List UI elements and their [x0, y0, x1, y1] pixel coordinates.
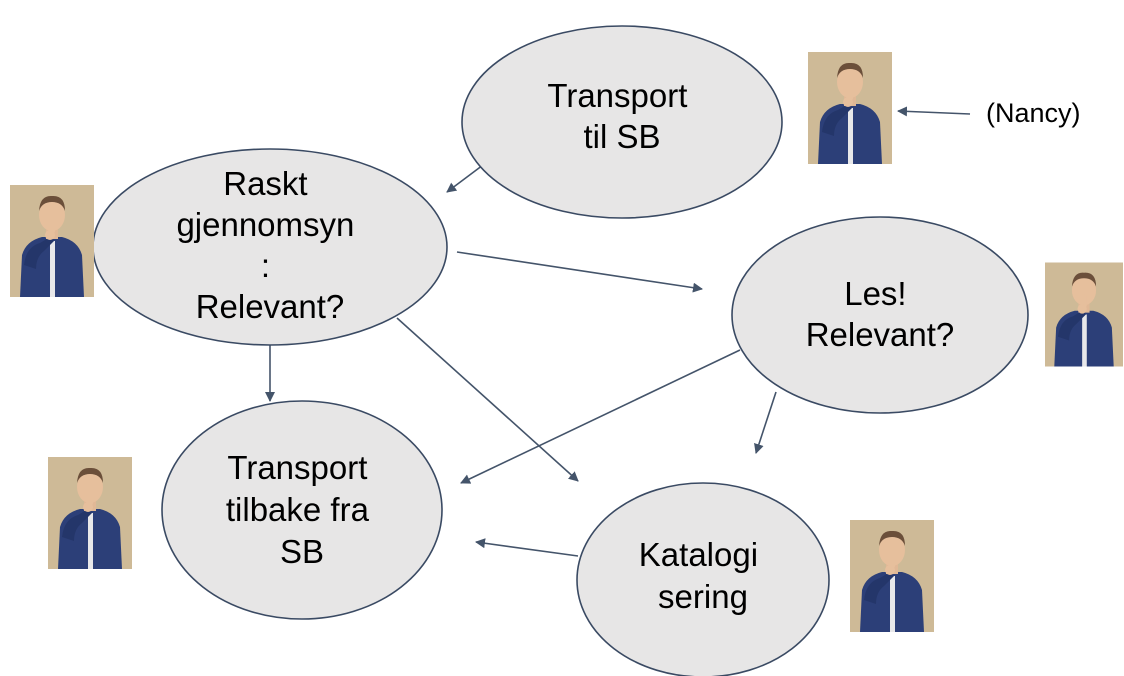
- person-shush-icon: [10, 185, 94, 297]
- node-katalogisering-line-2: sering: [658, 578, 748, 615]
- svg-text:Les! Relevant?: Les! Relevant?: [806, 275, 955, 353]
- node-les-relevant: Les! Relevant?: [731, 216, 1029, 414]
- person-shush-icon: [1045, 262, 1123, 367]
- node-transport-til-sb-line-1: Transport: [547, 77, 687, 114]
- edge-katalogisering-to-transport-tilbake: [475, 538, 579, 557]
- edge-raskt-to-katalogisering: [396, 317, 579, 482]
- node-raskt-gjennomsyn-line-4: Relevant?: [196, 288, 345, 325]
- edge-nancy-to-photo: [897, 106, 971, 117]
- node-les-relevant-line-1: Les!: [844, 275, 906, 312]
- node-raskt-gjennomsyn-line-3: :: [261, 247, 270, 284]
- node-les-relevant-line-2: Relevant?: [806, 316, 955, 353]
- node-transport-tilbake: Transport tilbake fra SB: [161, 400, 443, 620]
- node-transport-til-sb: Transport til SB: [461, 25, 783, 219]
- edges: [265, 106, 971, 557]
- node-raskt-gjennomsyn-line-1: Raskt: [223, 165, 307, 202]
- node-katalogisering: Katalogi sering: [576, 482, 830, 676]
- svg-text:Transport tilbake fra: Transport tilbake fra SB: [226, 449, 378, 570]
- node-transport-tilbake-line-2: tilbake fra: [226, 491, 370, 528]
- person-shush-icon: [48, 457, 132, 569]
- node-raskt-gjennomsyn-line-2: gjennomsyn: [176, 206, 354, 243]
- person-shush-icon: [850, 520, 934, 632]
- node-transport-tilbake-line-1: Transport: [227, 449, 367, 486]
- edge-les-to-katalogisering: [754, 391, 777, 454]
- svg-text:Raskt gjennomsyn :: Raskt gjennomsyn : Relevant?: [176, 165, 363, 325]
- node-katalogisering-line-1: Katalogi: [639, 536, 758, 573]
- node-raskt-gjennomsyn: Raskt gjennomsyn : Relevant?: [92, 148, 448, 346]
- svg-text:Transport til SB: Transport til SB: [547, 77, 696, 155]
- node-transport-tilbake-line-3: SB: [280, 533, 324, 570]
- node-transport-til-sb-line-2: til SB: [583, 118, 660, 155]
- svg-text:Katalogi sering: Katalogi sering: [639, 536, 767, 615]
- person-shush-icon: [808, 52, 892, 164]
- edge-raskt-to-les: [456, 251, 703, 293]
- nancy-annotation: (Nancy): [986, 98, 1081, 128]
- edge-les-to-transport-tilbake: [460, 349, 741, 484]
